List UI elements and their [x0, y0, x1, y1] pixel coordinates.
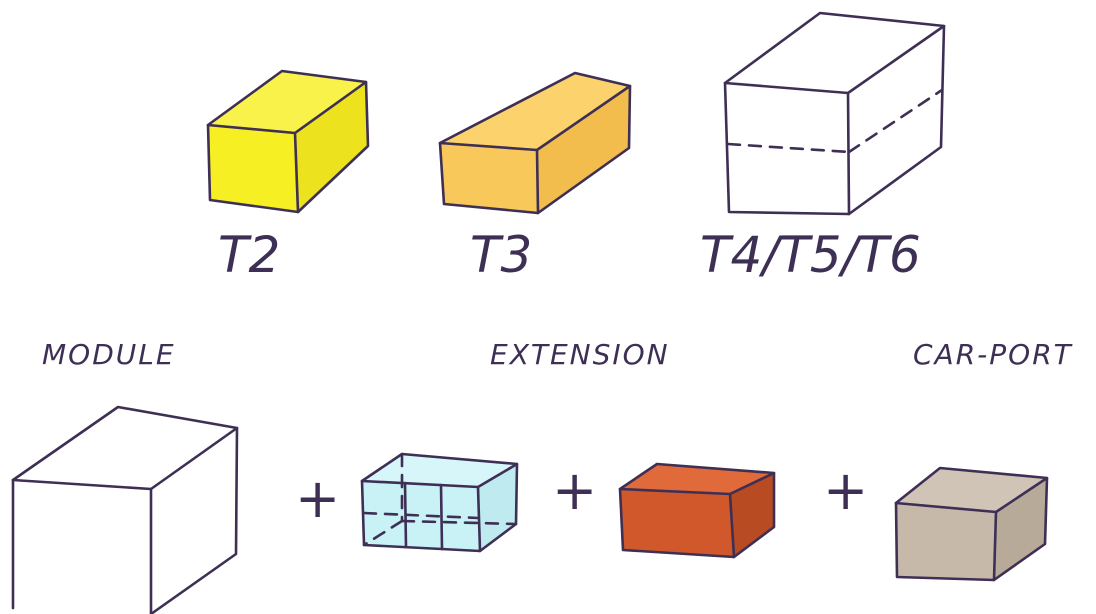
plus-sign-1: + — [295, 467, 340, 530]
extension-box — [360, 452, 519, 553]
orange-box — [618, 462, 776, 559]
module-box — [11, 405, 239, 614]
label-extension: EXTENSION — [490, 338, 670, 371]
label-car-port: CAR-PORT — [913, 338, 1073, 371]
label-t2: T2 — [218, 226, 280, 284]
t4-t5-t6-box — [723, 11, 946, 216]
label-t4-t5-t6: T4/T5/T6 — [700, 226, 921, 284]
plus-sign-3: + — [823, 459, 868, 522]
label-module: MODULE — [42, 338, 176, 371]
car-port-box — [894, 466, 1049, 582]
label-t3: T3 — [470, 226, 532, 284]
t3-box — [438, 71, 632, 215]
plus-sign-2: + — [552, 459, 597, 522]
t2-box — [206, 69, 370, 214]
